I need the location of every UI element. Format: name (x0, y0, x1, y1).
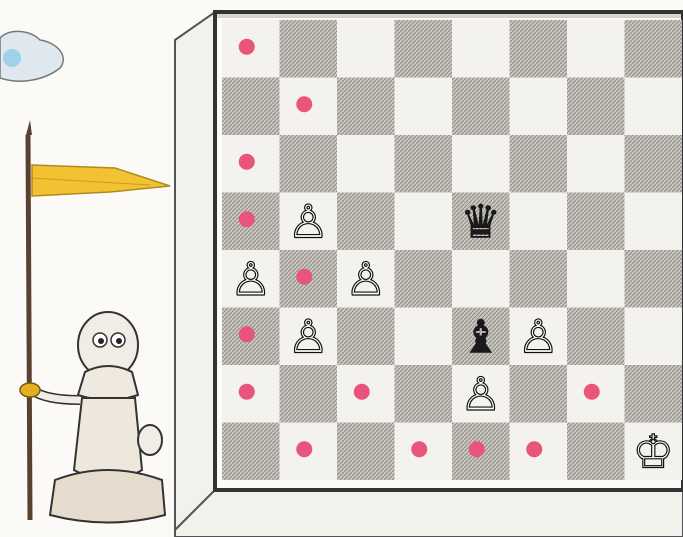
square-e8[interactable] (452, 20, 510, 78)
square-g6[interactable] (567, 135, 625, 193)
cloud-icon (0, 31, 63, 81)
square-f5[interactable] (510, 193, 568, 251)
white-pawn-icon[interactable]: ♙ (288, 194, 329, 248)
square-d8[interactable] (395, 20, 453, 78)
square-h3[interactable] (625, 308, 683, 366)
marker-dot-b4 (296, 269, 312, 285)
square-h8[interactable] (625, 20, 683, 78)
square-f6[interactable] (510, 135, 568, 193)
square-c3[interactable] (337, 308, 395, 366)
square-c8[interactable] (337, 20, 395, 78)
marker-dot-e1 (469, 441, 485, 457)
square-h5[interactable] (625, 193, 683, 251)
square-d3[interactable] (395, 308, 453, 366)
square-b8[interactable] (280, 20, 338, 78)
square-b6[interactable] (280, 135, 338, 193)
square-e4[interactable] (452, 250, 510, 308)
square-d6[interactable] (395, 135, 453, 193)
white-pawn-icon[interactable]: ♙ (345, 252, 386, 306)
square-g8[interactable] (567, 20, 625, 78)
square-d2[interactable] (395, 365, 453, 423)
chessboard (222, 20, 682, 480)
marker-dot-a6 (239, 154, 255, 170)
square-e6[interactable] (452, 135, 510, 193)
marker-dot-a5 (239, 211, 255, 227)
square-d5[interactable] (395, 193, 453, 251)
square-h4[interactable] (625, 250, 683, 308)
marker-dot-b1 (296, 441, 312, 457)
square-g5[interactable] (567, 193, 625, 251)
white-pawn-icon[interactable]: ♙ (460, 367, 501, 421)
square-h6[interactable] (625, 135, 683, 193)
square-d4[interactable] (395, 250, 453, 308)
white-pawn-icon[interactable]: ♙ (288, 309, 329, 363)
square-f7[interactable] (510, 78, 568, 136)
square-h7[interactable] (625, 78, 683, 136)
marker-dot-a2 (239, 384, 255, 400)
square-b2[interactable] (280, 365, 338, 423)
square-a7[interactable] (222, 78, 280, 136)
white-pawn-icon[interactable]: ♙ (518, 309, 559, 363)
square-a1[interactable] (222, 423, 280, 481)
square-f4[interactable] (510, 250, 568, 308)
square-g3[interactable] (567, 308, 625, 366)
square-c5[interactable] (337, 193, 395, 251)
marker-dot-g2 (584, 384, 600, 400)
square-d7[interactable] (395, 78, 453, 136)
pawn-flagbearer-icon (20, 312, 165, 523)
marker-dot-b7 (296, 96, 312, 112)
black-queen-icon[interactable]: ♛ (460, 194, 501, 248)
square-g1[interactable] (567, 423, 625, 481)
square-c7[interactable] (337, 78, 395, 136)
square-h2[interactable] (625, 365, 683, 423)
marker-dot-f1 (526, 441, 542, 457)
square-f8[interactable] (510, 20, 568, 78)
marker-dot-a8 (239, 39, 255, 55)
marker-dot-c2 (354, 384, 370, 400)
square-f2[interactable] (510, 365, 568, 423)
marker-dot-a3 (239, 326, 255, 342)
square-c1[interactable] (337, 423, 395, 481)
marker-dot-d1 (411, 441, 427, 457)
square-e7[interactable] (452, 78, 510, 136)
white-pawn-icon[interactable]: ♙ (230, 252, 271, 306)
square-g4[interactable] (567, 250, 625, 308)
black-bishop-icon[interactable]: ♝ (460, 309, 501, 363)
square-c6[interactable] (337, 135, 395, 193)
white-king-icon[interactable]: ♔ (633, 424, 674, 478)
square-g7[interactable] (567, 78, 625, 136)
